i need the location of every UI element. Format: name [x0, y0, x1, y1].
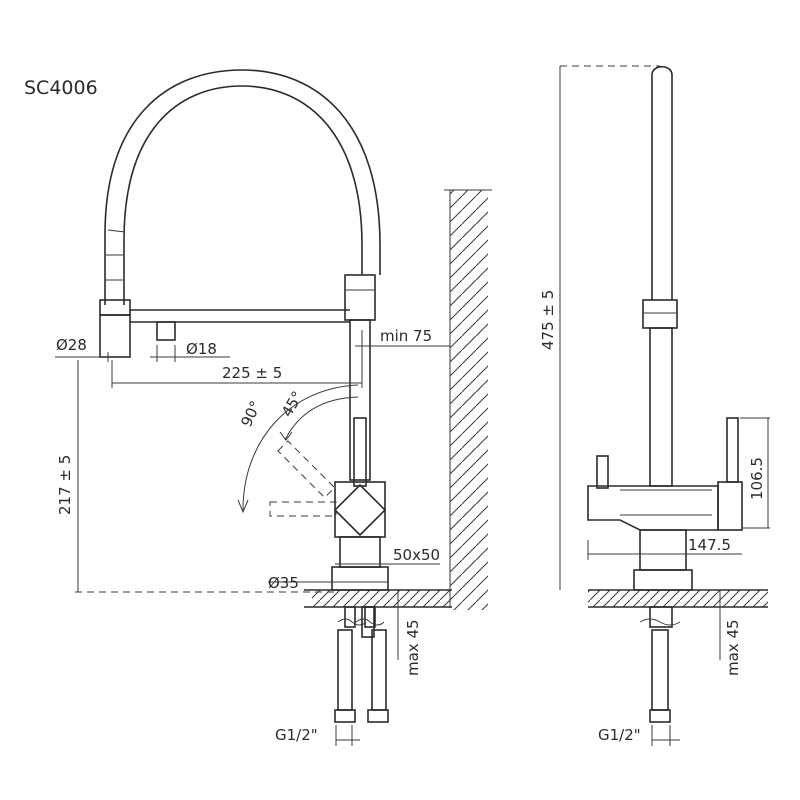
label-spout-diameter: Ø28 [56, 336, 87, 354]
label-base-diameter: Ø35 [268, 574, 299, 592]
label-body-size: 50x50 [393, 546, 440, 564]
label-max-thickness-front: max 45 [404, 619, 422, 676]
front-dimensions [55, 330, 450, 746]
spout-arm [99, 299, 350, 358]
handle-rotation-ghost [269, 440, 337, 517]
label-reach: 225 ± 5 [222, 364, 282, 382]
label-max-thickness-side: max 45 [724, 619, 742, 676]
label-handle-width: 147.5 [688, 536, 731, 554]
label-total-height: 475 ± 5 [539, 290, 557, 350]
side-column [642, 65, 678, 487]
side-body [587, 481, 743, 591]
side-view: 475 ± 5 106.5 147.5 max 45 G1/2" [539, 65, 770, 746]
supply-hoses-side [639, 606, 681, 723]
label-handle-height: 106.5 [748, 457, 766, 500]
label-connection-front: G1/2" [275, 726, 318, 744]
front-view: Ø28 Ø18 225 ± 5 min 75 90° 45° 217 ± 5 5… [55, 69, 492, 746]
label-spray-diameter: Ø18 [186, 340, 217, 358]
faucet-column [344, 274, 376, 481]
label-wall-clearance: min 75 [380, 327, 432, 345]
label-spout-height: 217 ± 5 [56, 455, 74, 515]
valve-body [331, 481, 389, 591]
countertop-side [588, 589, 768, 608]
label-rotation-90: 90° [237, 398, 265, 430]
model-title: SC4006 [24, 77, 98, 99]
wall [444, 189, 492, 610]
countertop-front [304, 589, 452, 608]
spring-hose [104, 69, 381, 305]
rotation-arcs [237, 384, 359, 514]
supply-hoses-front [334, 606, 389, 723]
handle-lever [353, 417, 367, 487]
label-connection-side: G1/2" [598, 726, 641, 744]
side-handles [596, 417, 739, 489]
side-dimensions [559, 65, 770, 746]
